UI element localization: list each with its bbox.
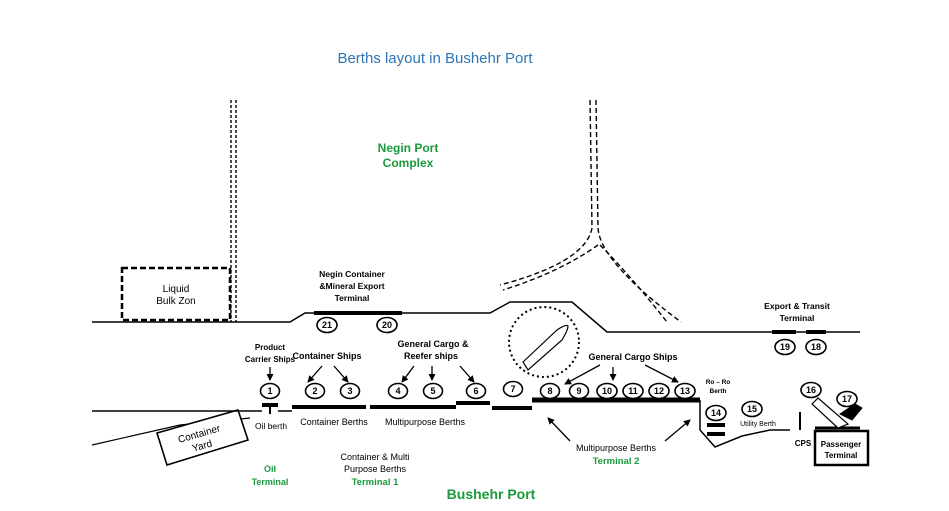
- negin-terminal-label-3: Terminal: [335, 293, 370, 303]
- oil-terminal-label-1: Oil: [264, 464, 276, 474]
- svg-text:15: 15: [747, 404, 757, 414]
- bushehr-port-label: Bushehr Port: [447, 486, 536, 502]
- passenger-terminal-label-2: Terminal: [825, 451, 858, 460]
- berth-2: 2: [304, 382, 326, 400]
- main-quay: [92, 397, 860, 448]
- export-terminal-label-1: Export & Transit: [764, 301, 830, 311]
- oil-berth-label: Oil berth: [255, 421, 287, 431]
- general-reefer-label-2: Reefer ships: [404, 351, 458, 361]
- svg-text:7: 7: [510, 384, 515, 394]
- berth-18: 18: [805, 338, 827, 356]
- berth-3: 3: [339, 382, 361, 400]
- berth-markers: 1 2 3 4 5 6 7 8 9 10 11 12 13 14 15 16 1…: [259, 316, 858, 422]
- svg-text:13: 13: [680, 386, 690, 396]
- berth-6: 6: [465, 382, 487, 400]
- roro-berth-label-1: Ro – Ro: [706, 379, 731, 386]
- product-carrier-label-2: Carrier Ships: [245, 355, 296, 364]
- berth-21: 21: [316, 316, 338, 334]
- svg-text:20: 20: [382, 320, 392, 330]
- berth-7: 7: [502, 380, 524, 398]
- passenger-ship-icon: [811, 397, 850, 429]
- negin-port-label-1: Negin Port: [378, 141, 439, 155]
- svg-text:8: 8: [547, 386, 552, 396]
- passenger-pier-icon: [839, 403, 863, 421]
- svg-text:11: 11: [628, 386, 638, 396]
- container-ships-label: Container Ships: [292, 351, 361, 361]
- svg-text:9: 9: [576, 386, 581, 396]
- upper-shoreline: [92, 301, 860, 333]
- general-cargo-ships-label: General Cargo Ships: [588, 352, 677, 362]
- utility-berth-label: Utility Berth: [740, 421, 776, 428]
- svg-text:17: 17: [842, 394, 852, 404]
- cps-label: CPS: [795, 439, 812, 448]
- berth-12: 12: [648, 382, 670, 400]
- berth-14: 14: [705, 404, 727, 422]
- pointer-arrows: [266, 364, 691, 442]
- berth-9: 9: [568, 382, 590, 400]
- berth-16: 16: [800, 381, 822, 399]
- oil-terminal-label-2: Terminal: [252, 477, 289, 487]
- liquid-bulk-label-1: Liquid: [163, 284, 190, 295]
- roro-berth-label-2: Berth: [710, 388, 727, 395]
- general-reefer-label-1: General Cargo &: [397, 339, 469, 349]
- berth-8: 8: [539, 382, 561, 400]
- container-yard-label-2: Yard: [191, 438, 214, 454]
- svg-text:10: 10: [602, 386, 612, 396]
- berth-11: 11: [622, 382, 644, 400]
- multipurpose-berths-label-2: Multipurpose Berths: [576, 443, 657, 453]
- negin-terminal-label-1: Negin Container: [319, 269, 385, 279]
- berth-1: 1: [259, 382, 281, 400]
- berth-10: 10: [596, 382, 618, 400]
- liquid-bulk-label-2: Bulk Zon: [156, 296, 195, 307]
- multipurpose-berths-label-1: Multipurpose Berths: [385, 417, 466, 427]
- liquid-bulk-zone-box: [120, 266, 232, 322]
- breakwater-left: [230, 100, 237, 322]
- svg-text:2: 2: [312, 386, 317, 396]
- negin-terminal-label-2: &Mineral Export: [319, 281, 384, 291]
- product-carrier-label-1: Product: [255, 343, 286, 352]
- passenger-terminal-box: [813, 429, 870, 467]
- svg-text:1: 1: [267, 386, 272, 396]
- turning-basin: [508, 306, 580, 378]
- passenger-terminal-label-1: Passenger: [821, 440, 861, 449]
- berth-20: 20: [376, 316, 398, 334]
- terminal-1-label: Terminal 1: [352, 477, 400, 488]
- svg-text:18: 18: [811, 342, 821, 352]
- berth-5: 5: [422, 382, 444, 400]
- svg-text:6: 6: [473, 386, 478, 396]
- svg-text:3: 3: [347, 386, 352, 396]
- berth-15: 15: [741, 400, 763, 418]
- turning-ship-icon: [522, 324, 569, 371]
- negin-port-label-2: Complex: [383, 156, 434, 170]
- svg-text:5: 5: [430, 386, 435, 396]
- container-yard-box: [155, 409, 250, 466]
- svg-text:19: 19: [780, 342, 790, 352]
- export-terminal-label-2: Terminal: [780, 313, 815, 323]
- container-multi-purpose-label-2: Purpose Berths: [344, 464, 407, 474]
- terminal-2-label: Terminal 2: [593, 456, 640, 467]
- diagram-title: Berths layout in Bushehr Port: [337, 50, 533, 67]
- svg-text:16: 16: [806, 385, 816, 395]
- svg-text:21: 21: [322, 320, 332, 330]
- container-berths-label: Container Berths: [300, 417, 368, 427]
- approach-channels: [499, 99, 682, 323]
- berth-19: 19: [774, 338, 796, 356]
- berth-4: 4: [387, 382, 409, 400]
- svg-text:14: 14: [711, 408, 721, 418]
- svg-text:4: 4: [395, 386, 400, 396]
- svg-text:12: 12: [654, 386, 664, 396]
- berth-17: 17: [836, 390, 858, 408]
- berth-13: 13: [674, 382, 696, 400]
- container-multi-purpose-label-1: Container & Multi: [340, 452, 409, 462]
